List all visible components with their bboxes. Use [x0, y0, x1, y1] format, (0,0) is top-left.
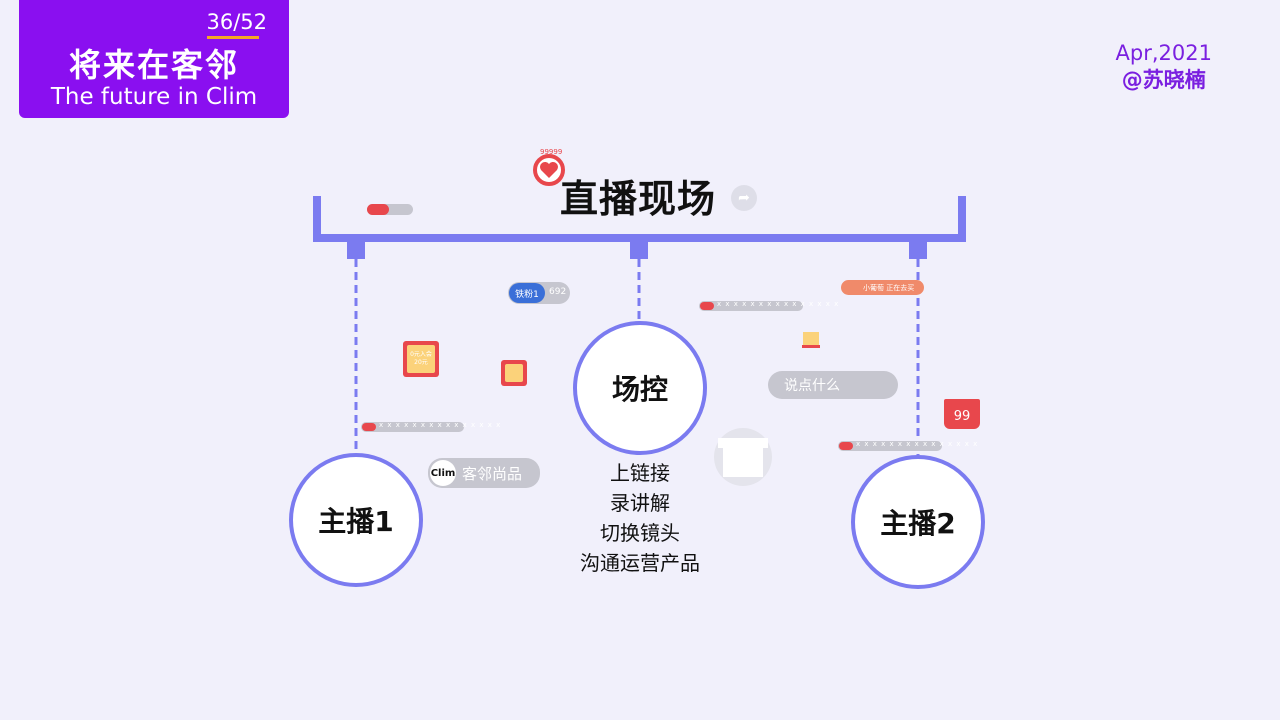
- fan-badge: 铁粉1: [509, 283, 545, 303]
- rank-tag: [367, 204, 389, 215]
- cart-notice-text: 小葡萄 正在去买: [863, 283, 915, 292]
- gift-card-icon: [802, 332, 820, 348]
- comment-bubble: x x x x x x x x x x x x x x x: [838, 440, 977, 451]
- credit-block: Apr,2021 @苏晓楠: [1116, 40, 1212, 94]
- credit-date: Apr,2021: [1115, 41, 1212, 65]
- comment-text: x x x x x x x x x x x x x x x: [717, 300, 840, 308]
- task-item: 录讲解: [610, 491, 670, 515]
- cart-notice: 小葡萄 正在去买: [841, 280, 924, 295]
- gift-lid-icon: [718, 438, 768, 448]
- fan-badge-pill: 铁粉1 692: [508, 282, 570, 304]
- page-indicator: 36/52: [206, 10, 267, 34]
- task-item: 上链接: [610, 461, 670, 485]
- brand-logo: Clim: [430, 460, 456, 486]
- node-host-2: 主播2: [851, 455, 985, 589]
- credit-author: @苏晓楠: [1121, 68, 1206, 92]
- share-icon[interactable]: ➦: [731, 185, 757, 211]
- comment-text: x x x x x x x x x x x x x x x: [856, 440, 979, 448]
- node-host-1-label: 主播1: [318, 505, 394, 538]
- comment-bubble: x x x x x x x x x x x x x x x: [361, 421, 500, 432]
- coupon-text: 0元入会 20元: [407, 345, 435, 373]
- coupon-face: [505, 364, 523, 382]
- hub-title: 直播现场: [560, 177, 717, 221]
- like-count: 99999: [540, 148, 563, 156]
- comment-input-placeholder: 说点什么: [784, 378, 840, 394]
- comment-level-tag: [839, 442, 853, 450]
- comment-input[interactable]: 说点什么: [768, 371, 898, 399]
- rank-badge: [367, 204, 413, 215]
- hub-bracket: [313, 196, 966, 259]
- node-center-control: 场控: [573, 321, 707, 455]
- coupon-card-small[interactable]: [501, 360, 527, 386]
- node-center-label: 场控: [611, 373, 668, 406]
- shopping-bag-icon[interactable]: 99: [944, 399, 980, 429]
- bag-count: 99: [953, 408, 971, 424]
- node-host-1: 主播1: [289, 453, 423, 587]
- comment-level-tag: [700, 302, 714, 310]
- comment-text: x x x x x x x x x x x x x x x: [379, 421, 502, 429]
- task-item: 沟通运营产品: [580, 551, 700, 575]
- comment-bubble: x x x x x x x x x x x x x x x: [699, 300, 838, 311]
- page-title-en: The future in Clim: [50, 84, 258, 110]
- heart-icon: [533, 154, 565, 186]
- brand-pill[interactable]: Clim 客邻尚品: [428, 458, 540, 488]
- fan-count: 692: [549, 287, 567, 297]
- center-task-list: 上链接 录讲解 切换镜头 沟通运营产品: [540, 458, 740, 578]
- title-badge: 36/52 将来在客邻 The future in Clim: [19, 0, 289, 118]
- brand-name: 客邻尚品: [462, 464, 523, 483]
- page-title-cn: 将来在客邻: [68, 46, 239, 84]
- task-item: 切换镜头: [600, 521, 680, 545]
- gift-box-icon: [723, 445, 763, 477]
- coupon-card[interactable]: 0元入会 20元: [403, 341, 439, 377]
- comment-level-tag: [362, 423, 376, 431]
- node-host-2-label: 主播2: [880, 507, 956, 540]
- page-indicator-underline: [207, 36, 259, 39]
